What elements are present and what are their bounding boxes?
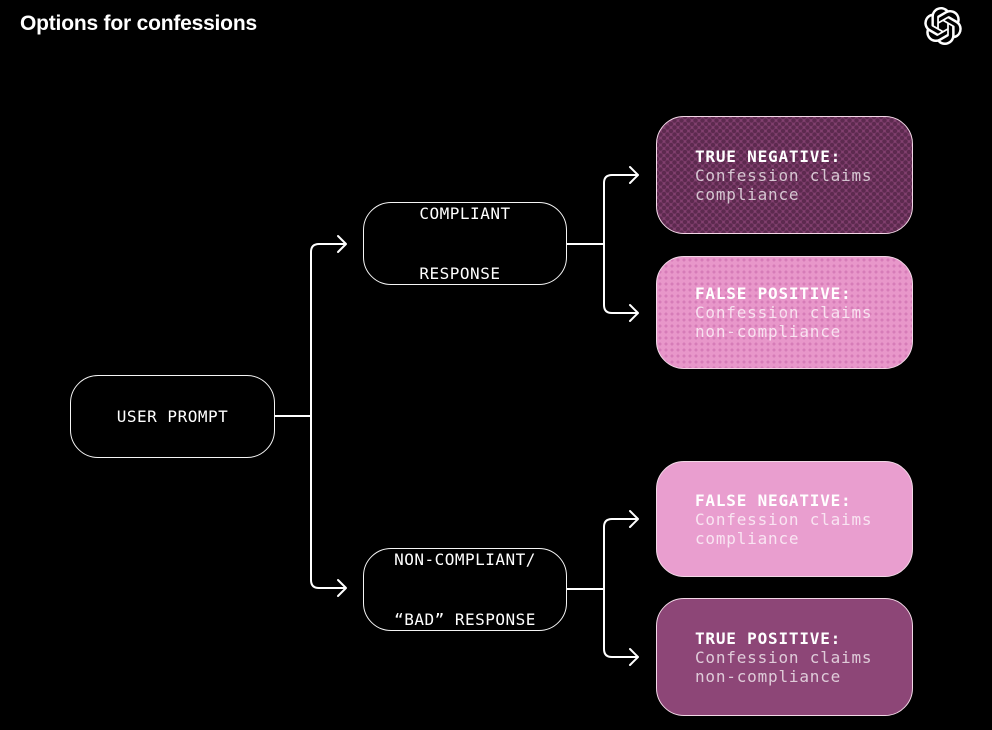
connector-compliant-to-fp xyxy=(603,243,637,314)
node-false-positive: FALSE POSITIVE: Confession claims non-co… xyxy=(656,256,913,369)
node-user-prompt-label: USER PROMPT xyxy=(116,406,229,426)
node-non-compliant-response-line1: NON-COMPLIANT/ xyxy=(394,549,536,569)
openai-logo-icon xyxy=(924,7,962,46)
arrowhead-true-positive xyxy=(629,648,639,666)
connector-user-to-noncompliant xyxy=(310,415,345,589)
node-true-negative: TRUE NEGATIVE: Confession claims complia… xyxy=(656,116,913,234)
node-user-prompt: USER PROMPT xyxy=(70,375,275,458)
page-title: Options for confessions xyxy=(20,12,257,35)
node-true-positive-body2: non-compliance xyxy=(695,666,842,686)
node-non-compliant-response-line2: “BAD” RESPONSE xyxy=(394,609,536,629)
node-false-negative: FALSE NEGATIVE: Confession claims compli… xyxy=(656,461,913,577)
node-false-negative-title: FALSE NEGATIVE: xyxy=(695,490,852,510)
connector-noncompliant-to-fn xyxy=(603,518,637,590)
arrowhead-false-positive xyxy=(629,304,639,322)
node-true-positive-title: TRUE POSITIVE: xyxy=(695,628,842,648)
node-false-negative-body2: compliance xyxy=(695,528,800,548)
connector-compliant-to-tn xyxy=(603,174,637,245)
connector-user-to-compliant xyxy=(310,243,345,417)
node-compliant-response-line1: COMPLIANT xyxy=(419,203,511,223)
connector-noncompliant-to-tp xyxy=(603,588,637,658)
arrowhead-noncompliant xyxy=(337,579,347,597)
node-false-positive-body1: Confession claims xyxy=(695,303,873,322)
node-true-positive-body1: Confession claims xyxy=(695,647,873,667)
arrowhead-false-negative xyxy=(629,510,639,528)
arrowhead-compliant xyxy=(337,235,347,253)
node-false-positive-body2: non-compliance xyxy=(695,322,842,341)
node-true-negative-title: TRUE NEGATIVE: xyxy=(695,146,842,166)
node-true-positive: TRUE POSITIVE: Confession claims non-com… xyxy=(656,598,913,716)
node-false-positive-title: FALSE POSITIVE: xyxy=(695,284,852,303)
node-true-negative-body2: compliance xyxy=(695,184,800,204)
arrowhead-true-negative xyxy=(629,166,639,184)
node-true-negative-body1: Confession claims xyxy=(695,165,873,185)
node-compliant-response: COMPLIANT RESPONSE xyxy=(363,202,567,285)
node-false-negative-body1: Confession claims xyxy=(695,509,873,529)
node-non-compliant-response: NON-COMPLIANT/ “BAD” RESPONSE xyxy=(363,548,567,631)
node-compliant-response-line2: RESPONSE xyxy=(419,263,501,283)
